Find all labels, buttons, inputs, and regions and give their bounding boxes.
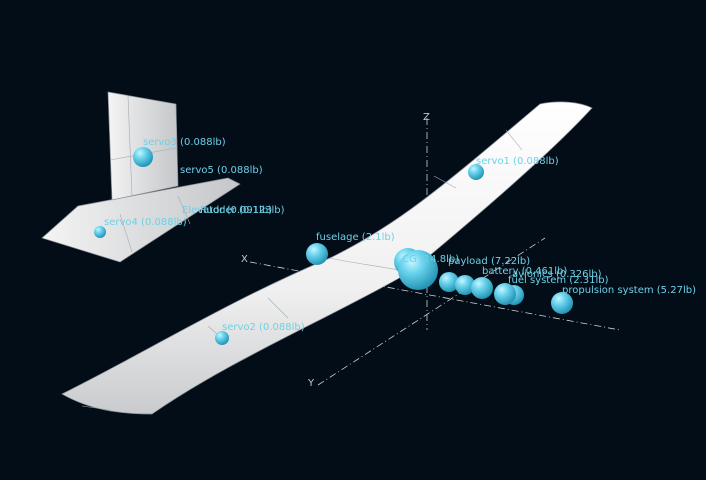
cg-label: CG (14.8lb) — [402, 254, 459, 265]
tail-assembly[interactable] — [41, 91, 241, 263]
servo1-label: servo1 (0.088lb) — [476, 156, 559, 167]
elevator-label: Elevator (0.091lb) — [182, 205, 272, 216]
fuselage-label: fuselage (2.1lb) — [316, 232, 395, 243]
fuel-system-sphere[interactable] — [494, 283, 516, 305]
main-wing[interactable] — [61, 101, 593, 415]
servo2-sphere[interactable] — [215, 331, 229, 345]
servo1-sphere[interactable] — [468, 164, 484, 180]
x-axis-label: X — [241, 254, 248, 265]
wing-surface[interactable] — [61, 101, 593, 415]
propulsion-label: propulsion system (5.27lb) — [562, 285, 696, 296]
y-axis-line — [317, 237, 546, 386]
fuel-system-label: fuel system (2.31lb) — [508, 275, 609, 286]
servo4-sphere[interactable] — [94, 226, 106, 238]
payload-label: payload (7.22lb) — [448, 256, 530, 267]
component-spheres — [94, 147, 573, 345]
fuselage-sphere[interactable] — [306, 243, 328, 265]
vertical-stabilizer[interactable] — [107, 91, 179, 201]
battery-sphere[interactable] — [439, 272, 459, 292]
rudder-label: Rudder (0.123lb) — [200, 205, 285, 216]
servo4-label: servo4 (0.088lb) — [104, 217, 187, 228]
y-axis-label: Y — [307, 378, 315, 389]
servo2-label: servo2 (0.088lb) — [222, 322, 305, 333]
servo3-label: servo3 (0.088lb) — [143, 137, 226, 148]
component-labels: servo3 (0.088lb) servo5 (0.088lb) Elevator… — [104, 137, 696, 333]
z-axis-label: Z — [423, 112, 430, 123]
horizontal-stabilizer[interactable] — [41, 177, 241, 263]
propulsion-sphere[interactable] — [551, 292, 573, 314]
servo5-label: servo5 (0.088lb) — [180, 165, 263, 176]
payload-sphere[interactable] — [398, 250, 438, 290]
avionics-sphere[interactable] — [471, 277, 493, 299]
avionics-label: avionics (0.326lb) — [512, 269, 602, 280]
servo3-sphere[interactable] — [133, 147, 153, 167]
battery-label: battery (0.461lb) — [482, 266, 567, 277]
mass-0-sphere[interactable] — [455, 275, 475, 295]
